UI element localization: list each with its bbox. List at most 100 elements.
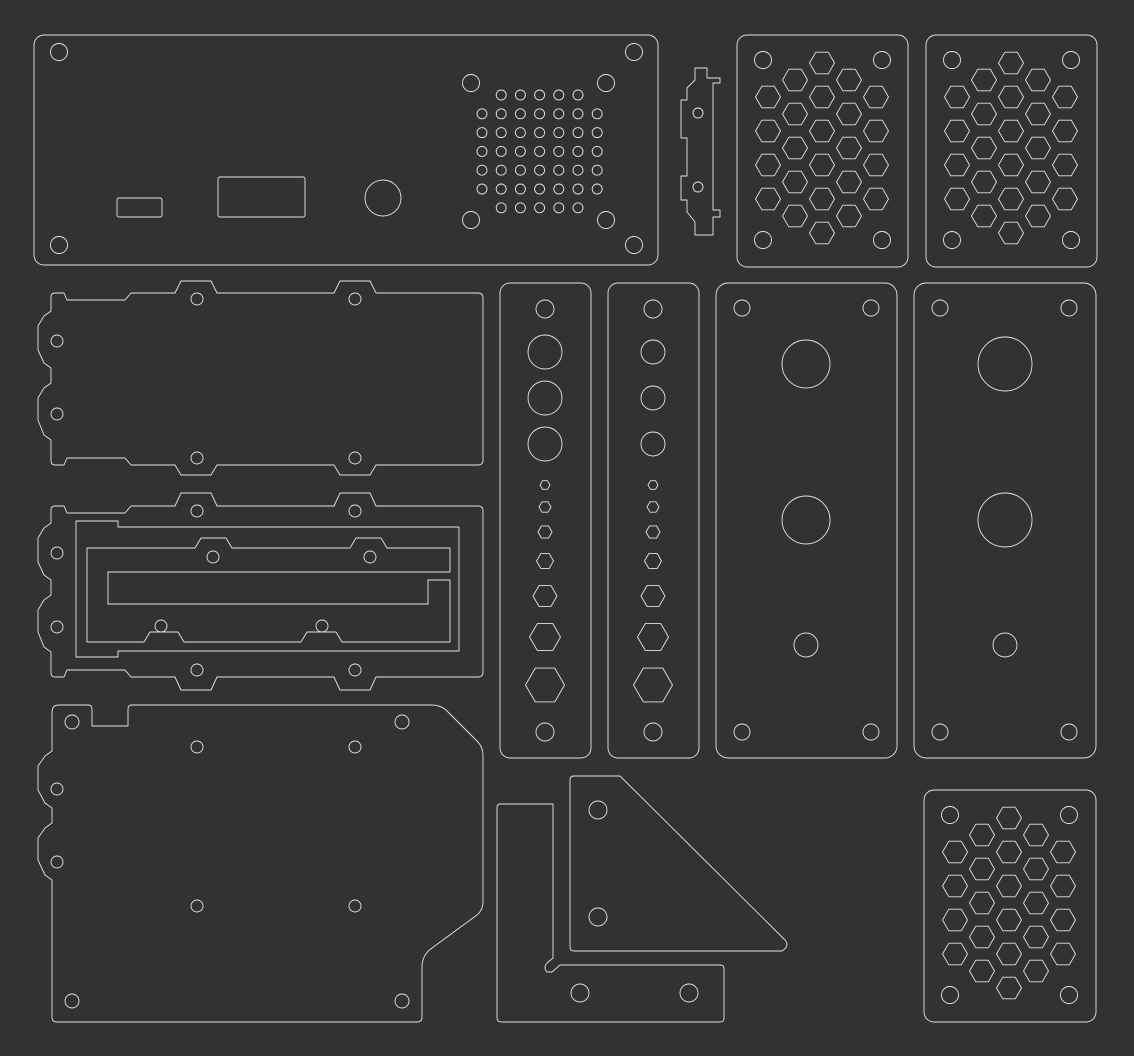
vent-hole [476,127,488,139]
hex-vent-hole [836,136,862,160]
vent-hole [572,127,584,139]
mounting-hole [50,546,64,560]
hex-pattern [754,51,891,249]
hex-vent-hole [782,170,808,194]
grille-outline [736,34,909,268]
hex-pattern [943,51,1080,249]
large-round-hole [781,339,831,389]
vent-hole [534,202,546,214]
round-port-hole [364,179,402,217]
vent-hole [476,164,488,176]
hex-vent-hole [1025,68,1051,92]
hex-vent-hole [809,221,835,245]
tabbed-frame-plate [37,492,484,691]
hex-vent-hole [1023,959,1049,983]
mounting-hole [315,619,329,633]
mounting-hole [643,299,663,319]
mounting-hole [348,663,362,677]
mounting-hole [50,407,64,421]
hex-vent-hole [1050,840,1076,864]
hex-vent-hole [1052,153,1078,177]
usb-port-cutout [116,197,163,218]
hex-vent-hole [863,119,889,143]
hex-vent-hole [1050,908,1076,932]
vent-hole [495,202,507,214]
hex-vent-hole [1050,942,1076,966]
hex-vent-hole [809,187,835,211]
hex-vent-hole [782,136,808,160]
hex-vent-hole [1050,874,1076,898]
hex-pattern [941,806,1078,1004]
vent-hole [572,202,584,214]
vent-hole [514,183,526,195]
mounting-hole [862,299,880,317]
frame-plate-outline [37,492,484,691]
hex-grille-panel-top-left [736,34,909,268]
tall-panel-outline [913,282,1097,759]
vent-hole [534,89,546,101]
side-bracket-outline [680,67,721,236]
hex-vent-hole [1025,136,1051,160]
hex-vent-hole [996,874,1022,898]
hex-vent-hole [1023,823,1049,847]
round-hole [793,632,819,658]
mounting-hole [190,451,204,465]
mounting-hole [64,993,80,1009]
round-hole [640,339,666,365]
hex-vent-hole [971,68,997,92]
hex-vent-hole [996,806,1022,830]
vent-hole [514,127,526,139]
hex-vent-hole [998,187,1024,211]
round-hole [527,380,563,416]
mounting-hole [1060,806,1078,824]
mounting-hole [597,211,615,229]
mounting-hole [570,983,590,1003]
vent-hole [514,89,526,101]
hex-vent-hole [782,204,808,228]
vent-hole [553,108,565,120]
standoff-hole [190,740,204,754]
hex-vent-hole [996,976,1022,1000]
tabbed-side-plate-upper [37,280,484,476]
hex-vent-hole [809,119,835,143]
hex-vent-hole [996,908,1022,932]
round-hole [992,632,1018,658]
round-hole [527,426,563,462]
gusset-outline [569,775,788,952]
hex-vent-hole [998,51,1024,75]
side-plate-outline [37,280,484,476]
hex-vent-hole [942,942,968,966]
tall-panel-left [715,282,898,759]
hex-vent-hole [782,68,808,92]
round-hole [640,431,666,457]
hex-vent-hole [942,908,968,932]
mounting-hole [50,620,64,634]
vent-hole [591,108,603,120]
vent-hole [572,164,584,176]
mounting-hole [64,714,80,730]
vent-hole [476,183,488,195]
front-panel-vent-grid [476,89,603,214]
hex-vent-hole [1052,187,1078,211]
hex-vent-hole [996,840,1022,864]
mounting-hole [394,714,410,730]
hex-vent-hole [971,136,997,160]
vent-hole [534,145,546,157]
mounting-hole [348,504,362,518]
hex-vent-hole [836,170,862,194]
frame-plate-inner-cutout [86,537,451,643]
hex-grille-panel-bottom [923,789,1097,1023]
mounting-hole [941,806,959,824]
front-panel-outline [33,34,659,266]
standoff-hole [348,899,362,913]
strip-holes [525,299,565,742]
front-panel [33,34,659,266]
mounting-hole [1062,231,1080,249]
hex-vent-hole [1025,170,1051,194]
mounting-hole [931,723,949,741]
large-round-hole [977,336,1033,392]
vent-hole [534,127,546,139]
hex-nut-hole [640,585,666,607]
mounting-hole [625,43,643,61]
